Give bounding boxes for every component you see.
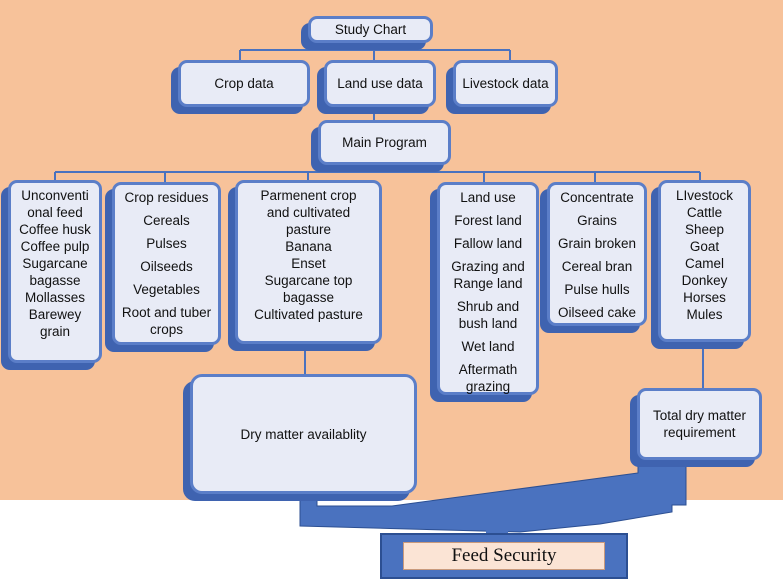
crop-residues-line: crops <box>149 322 183 337</box>
crop-residues-line: Pulses <box>146 236 187 251</box>
main-program-label: Main Program <box>342 135 427 150</box>
livestock-line: Horses <box>683 290 726 305</box>
livestock-line: Donkey <box>681 273 728 288</box>
crop-residues-line: Cereals <box>143 213 190 228</box>
crop-data-box: Crop data <box>178 60 310 107</box>
study-chart-label: Study Chart <box>334 22 407 37</box>
livestock-line: LIvestock <box>675 188 734 203</box>
land-use-line: Fallow land <box>453 236 523 251</box>
concentrate-line: Concentrate <box>560 190 634 205</box>
livestock-data-label: Livestock data <box>462 76 549 91</box>
land-use-line: Shrub and <box>456 299 520 314</box>
land-use-data-label: Land use data <box>337 76 423 91</box>
feed-security-label: Feed Security <box>451 545 557 566</box>
unconventional-line: onal feed <box>27 205 83 220</box>
crop-residues-line: Root and tuber <box>121 305 212 320</box>
study-chart-box: Study Chart <box>308 16 433 43</box>
livestock-line: Sheep <box>684 222 725 237</box>
land-use-line: Grazing and <box>451 259 525 274</box>
total-dry-matter-line: requirement <box>663 425 736 440</box>
land-use-line: bush land <box>458 316 518 331</box>
crop-data-label: Crop data <box>214 76 274 91</box>
total-dry-matter-box: Total dry matter requirement <box>637 388 762 460</box>
land-use-line: grazing <box>465 379 511 394</box>
livestock-box: LIvestock Cattle Sheep Goat Camel Donkey… <box>658 180 751 342</box>
land-use-line: Range land <box>453 276 523 291</box>
dry-matter-availability-label: Dry matter availablity <box>240 426 367 442</box>
unconventional-line: Mollasses <box>24 290 86 305</box>
concentrate-line: Cereal bran <box>561 259 633 274</box>
permanent-crop-line: Cultivated pasture <box>254 307 363 322</box>
livestock-line: Camel <box>684 256 724 271</box>
unconventional-line: Barewey <box>28 307 82 322</box>
land-use-line: Forest land <box>454 213 522 228</box>
crop-residues-line: Oilseeds <box>140 259 193 274</box>
land-use-line: Land use <box>460 190 516 205</box>
land-use-line: Aftermath <box>458 362 518 377</box>
land-use-box: Land use Forest land Fallow land Grazing… <box>437 182 539 395</box>
total-dry-matter-line: Total dry matter <box>652 408 747 423</box>
feed-security-inner: Feed Security <box>403 542 605 570</box>
concentrate-box: Concentrate Grains Grain broken Cereal b… <box>547 182 647 326</box>
permanent-crop-line: pasture <box>285 222 332 237</box>
livestock-line: Mules <box>686 307 723 322</box>
land-use-line: Wet land <box>461 339 515 354</box>
permanent-crop-line: Parmenent crop <box>260 188 357 203</box>
livestock-line: Goat <box>689 239 720 254</box>
feed-security-box: Feed Security <box>380 533 628 579</box>
crop-residues-box: Crop residues Cereals Pulses Oilseeds Ve… <box>112 182 221 345</box>
permanent-crop-line: Enset <box>291 256 326 271</box>
crop-residues-line: Vegetables <box>133 282 200 297</box>
permanent-crop-line: Sugarcane top bagasse <box>264 273 353 305</box>
permanent-crop-box: Parmenent crop and cultivated pasture Ba… <box>235 180 382 344</box>
unconventional-line: Unconventi <box>21 188 89 203</box>
concentrate-line: Grains <box>577 213 617 228</box>
unconventional-line: Sugarcane <box>22 256 88 271</box>
crop-residues-line: Crop residues <box>124 190 209 205</box>
main-program-box: Main Program <box>318 120 451 165</box>
livestock-line: Cattle <box>686 205 723 220</box>
permanent-crop-line: and cultivated <box>266 205 351 220</box>
unconventional-line: Coffee pulp <box>20 239 90 254</box>
unconventional-line: bagasse <box>29 273 81 288</box>
concentrate-line: Oilseed cake <box>557 305 637 320</box>
concentrate-line: Pulse hulls <box>564 282 630 297</box>
land-use-data-box: Land use data <box>324 60 436 107</box>
permanent-crop-line: Banana <box>285 239 332 254</box>
concentrate-line: Grain broken <box>557 236 637 251</box>
unconventional-feed-box: Unconventi onal feed Coffee husk Coffee … <box>8 180 102 363</box>
dry-matter-availability-box: Dry matter availablity <box>190 374 417 494</box>
livestock-data-box: Livestock data <box>453 60 558 107</box>
unconventional-line: grain <box>39 324 71 339</box>
unconventional-line: Coffee husk <box>19 222 91 237</box>
